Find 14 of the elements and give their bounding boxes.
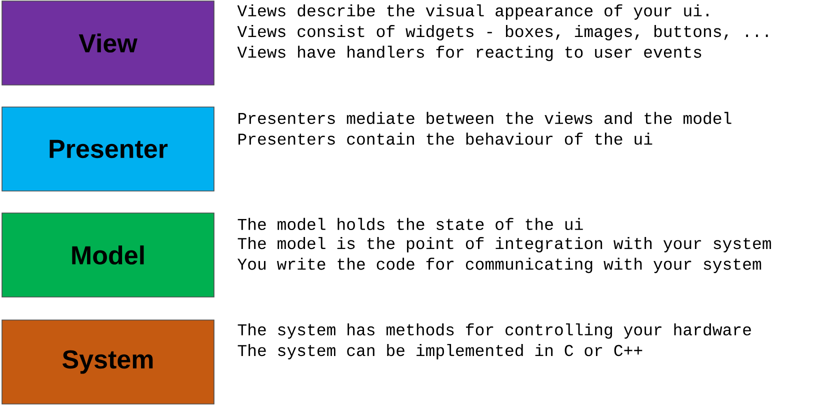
- description-text: The system can be implemented in C or C++: [238, 344, 642, 360]
- description-text: Views have handlers for reacting to user events: [237, 46, 702, 62]
- description-text: The model holds the state of the ui: [238, 218, 583, 230]
- description-text: Views describe the visual appearance of your ui.: [237, 4, 708, 20]
- description-text: Views consist of widgets - boxes, images, buttons, ...: [237, 25, 768, 40]
- description-text: The system has methods for controlling your hardware: [238, 323, 751, 339]
- layer-box: Model: [2, 212, 214, 298]
- layer-box: Presenter: [2, 106, 214, 192]
- description-text: Presenters mediate between the views and the model: [238, 112, 732, 124]
- description-text: Presenters contain the behaviour of the ui: [238, 132, 652, 145]
- layer-box: System: [2, 320, 214, 404]
- layer-box: View: [2, 0, 214, 86]
- description-text: The model is the point of integration with your system: [238, 237, 771, 252]
- description-text: You write the code for communicating with your system: [238, 258, 762, 274]
